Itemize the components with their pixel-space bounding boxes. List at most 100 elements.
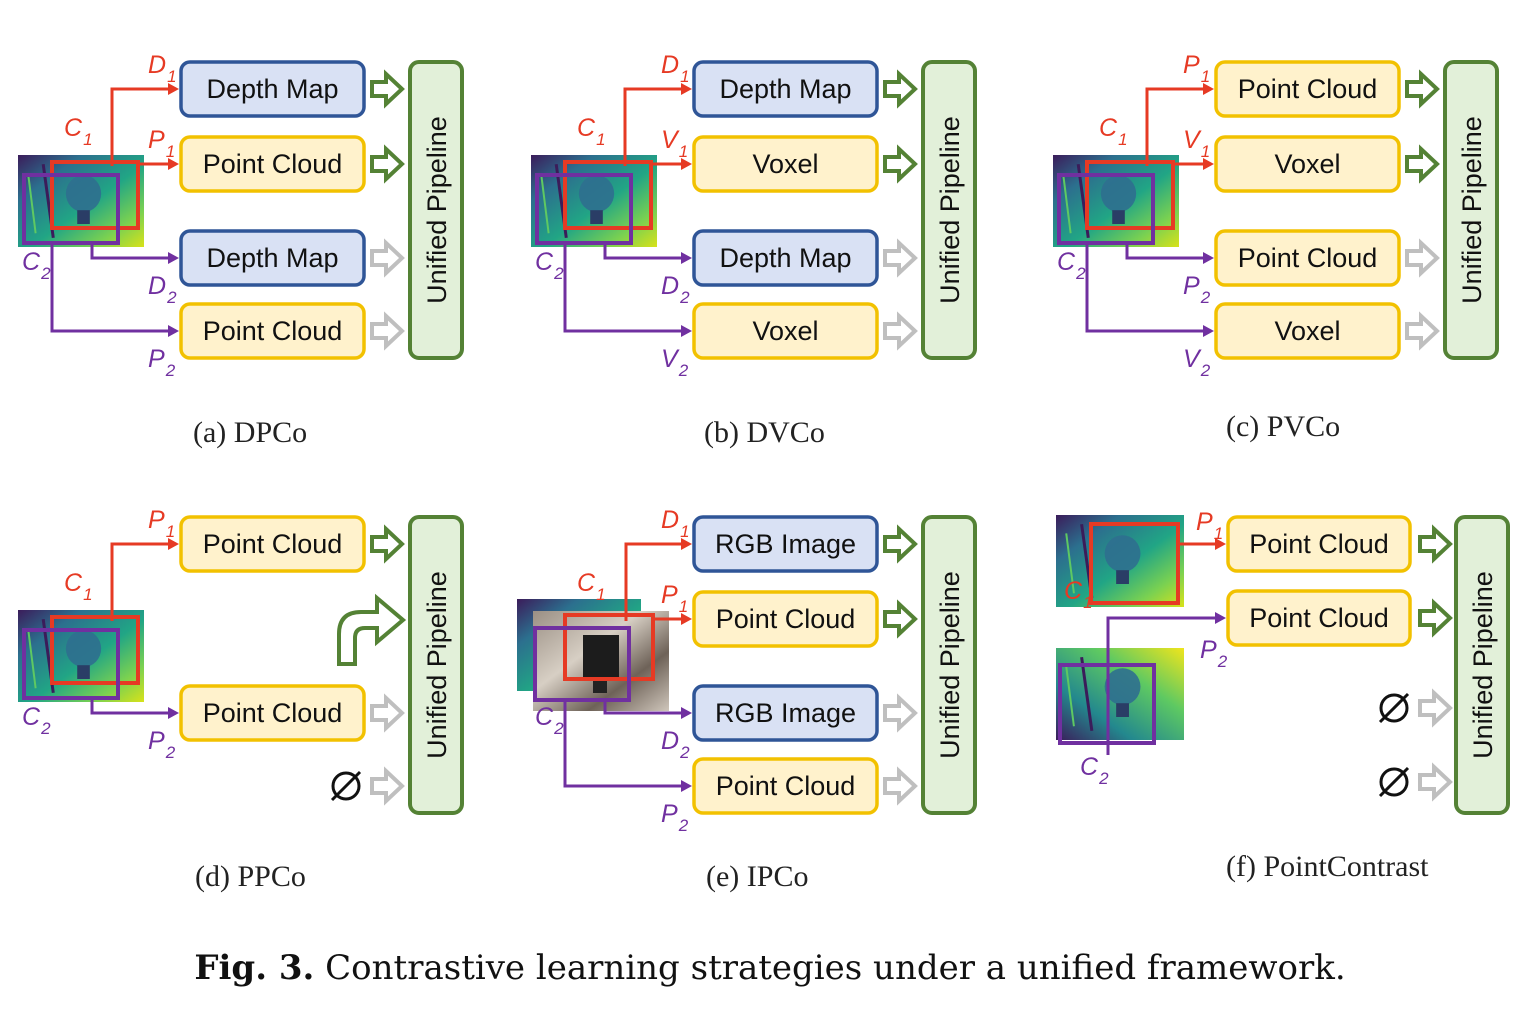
empty-set-icon (1378, 766, 1410, 798)
svg-text:C1: C1 (64, 114, 93, 149)
representation-box (1226, 515, 1412, 573)
connector-arrow (110, 538, 179, 621)
unified-pipeline: Unified Pipeline (408, 60, 464, 360)
symbol-subscript: 2 (165, 743, 176, 762)
view-label-c2: C2 (535, 703, 564, 738)
connector-arrow (1085, 243, 1214, 337)
pipeline-arrow-inactive (1418, 762, 1453, 802)
crop-frame-c2 (535, 173, 633, 245)
pipeline-arrow-inactive (1405, 238, 1440, 278)
svg-text:V1: V1 (1183, 126, 1210, 161)
svg-text:P1: P1 (1183, 51, 1210, 86)
pipeline-arrow-active (883, 69, 918, 109)
figure-caption: Fig. 3. Contrastive learning strategies … (0, 948, 1540, 988)
symbol-subscript: 2 (40, 264, 51, 283)
panel-caption-f: (f) PointContrast (1226, 850, 1429, 883)
symbol-subscript: 1 (1118, 130, 1127, 149)
connector-arrow (603, 698, 692, 719)
representation-box (1226, 589, 1412, 647)
pipeline-arrow-inactive (883, 693, 918, 733)
svg-text:C1: C1 (1064, 577, 1093, 612)
symbol-letter: P (1200, 636, 1217, 664)
symbol-letter: P (661, 581, 678, 609)
representation-label: Point Cloud (203, 529, 343, 559)
svg-text:P2: P2 (661, 800, 689, 835)
panel-caption-e: (e) IPCo (706, 860, 809, 893)
empty-set-icon (330, 770, 362, 802)
input-symbol: V1 (1183, 126, 1210, 161)
input-symbol: P1 (1196, 508, 1223, 543)
input-symbol: P2 (148, 727, 176, 762)
view-label-c2: C2 (22, 703, 51, 738)
unified-pipeline: Unified Pipeline (921, 60, 977, 360)
symbol-subscript: 2 (166, 288, 177, 307)
representation-label: RGB Image (715, 529, 856, 559)
input-symbol: V2 (661, 345, 689, 380)
row-4 (330, 766, 405, 806)
crop-frame-c1 (563, 160, 653, 230)
connector-arrow (623, 83, 692, 166)
symbol-letter: P (1196, 508, 1213, 536)
symbol-letter: V (1183, 126, 1202, 154)
connector-arrow (110, 83, 179, 166)
input-symbol: P2 (1200, 636, 1228, 671)
representation-label: Point Cloud (1249, 603, 1389, 633)
symbol-subscript: 1 (166, 522, 175, 541)
svg-text:P1: P1 (1196, 508, 1223, 543)
view-label-c1: C1 (64, 569, 93, 604)
svg-text:D2: D2 (661, 272, 690, 307)
representation-box (1214, 135, 1401, 193)
view-thumbnail-1 (1056, 515, 1184, 607)
symbol-subscript: 2 (1200, 288, 1211, 307)
connector-arrow (563, 698, 692, 792)
symbol-subscript: 2 (1098, 769, 1109, 788)
representation-label: Point Cloud (1238, 74, 1378, 104)
input-symbol: D1 (661, 51, 690, 86)
pipeline-arrow-inactive (370, 766, 405, 806)
symbol-letter: C (64, 114, 83, 142)
svg-text:D1: D1 (661, 51, 690, 86)
connector-arrow (90, 698, 179, 719)
representation-box (179, 515, 366, 573)
view-label-c1: C1 (577, 569, 606, 604)
svg-text:P1: P1 (148, 126, 175, 161)
symbol-subscript: 2 (679, 288, 690, 307)
input-symbol: P1 (148, 126, 175, 161)
symbol-subscript: 2 (553, 264, 564, 283)
symbol-letter: C (577, 569, 596, 597)
representation-box (179, 684, 366, 742)
symbol-letter: D (148, 51, 166, 79)
svg-text:C1: C1 (64, 569, 93, 604)
pipeline-arrow-inactive (370, 238, 405, 278)
symbol-subscript: 2 (1200, 361, 1211, 380)
symbol-letter: C (1080, 753, 1099, 781)
pipeline-arrow-inactive (1405, 311, 1440, 351)
input-symbol: D2 (661, 727, 690, 762)
view-label-c2: C2 (535, 248, 564, 283)
input-symbol: D2 (661, 272, 690, 307)
representation-box (179, 135, 366, 193)
svg-text:P2: P2 (1200, 636, 1228, 671)
representation-box (692, 229, 879, 287)
symbol-letter: V (661, 345, 680, 373)
symbol-subscript: 2 (678, 361, 689, 380)
svg-text:D2: D2 (148, 272, 177, 307)
svg-text:V1: V1 (661, 126, 688, 161)
panel-caption-c: (c) PVCo (1226, 410, 1341, 443)
unified-pipeline: Unified Pipeline (408, 515, 464, 815)
symbol-letter: P (661, 800, 678, 828)
symbol-subscript: 1 (83, 130, 92, 149)
representation-box (1214, 302, 1401, 360)
connector-arrow (1125, 243, 1214, 264)
